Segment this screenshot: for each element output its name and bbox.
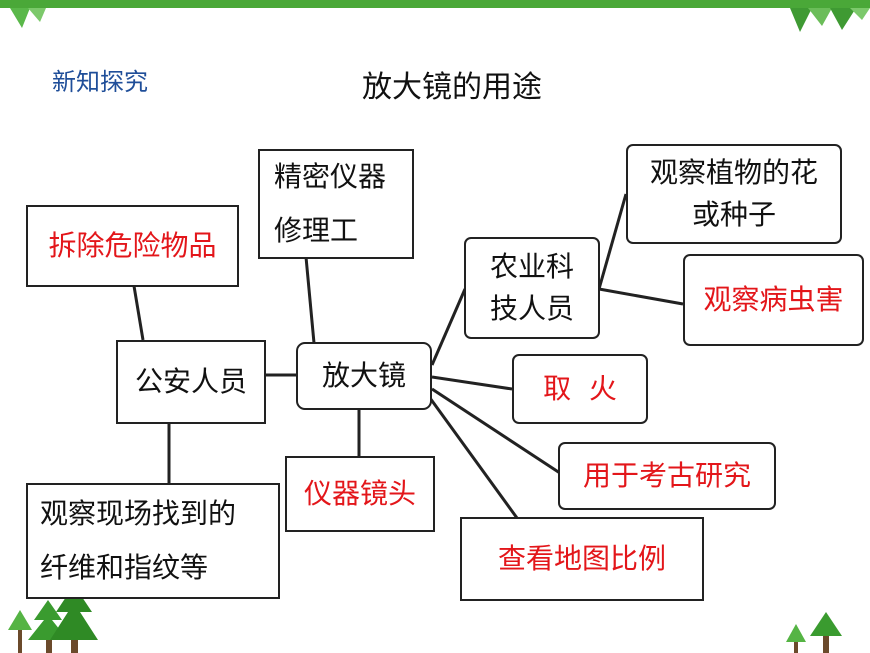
node-pests-label: 观察病虫害 xyxy=(703,283,844,316)
node-police-label: 公安人员 xyxy=(134,365,247,398)
connector-center-archaeology xyxy=(431,387,567,479)
node-fibers: 观察现场找到的 纤维和指纹等 xyxy=(26,483,280,599)
connector-center-fire xyxy=(431,375,513,391)
connector-agri-flowers xyxy=(597,193,628,290)
node-pests: 观察病虫害 xyxy=(683,254,864,346)
connector-center-repair xyxy=(304,256,316,344)
node-agri: 农业科 技人员 xyxy=(464,237,600,339)
node-agri-label: 农业科 技人员 xyxy=(489,250,574,325)
node-map: 查看地图比例 xyxy=(460,517,704,601)
center-node-magnifier: 放大镜 xyxy=(296,342,432,410)
node-police: 公安人员 xyxy=(116,340,266,424)
connector-center-map xyxy=(428,397,519,519)
connector-police-dismantle xyxy=(132,285,145,341)
connector-agri-pests xyxy=(598,287,684,306)
node-fire: 取 火 xyxy=(512,354,648,424)
node-dismantle: 拆除危险物品 xyxy=(26,205,239,287)
center-label: 放大镜 xyxy=(321,359,406,392)
node-archaeology: 用于考古研究 xyxy=(558,442,776,510)
node-repair: 精密仪器 修理工 xyxy=(258,149,414,259)
node-fire-label: 取 火 xyxy=(543,372,617,405)
connector-center-agri xyxy=(430,288,467,366)
node-dismantle-label: 拆除危险物品 xyxy=(48,229,217,262)
node-map-label: 查看地图比例 xyxy=(497,542,666,575)
node-lens: 仪器镜头 xyxy=(285,456,435,532)
node-lens-label: 仪器镜头 xyxy=(303,477,416,510)
section-label: 新知探究 xyxy=(52,68,148,96)
node-flowers-label: 观察植物的花 或种子 xyxy=(649,156,818,231)
node-repair-label: 精密仪器 修理工 xyxy=(274,160,387,247)
node-flowers: 观察植物的花 或种子 xyxy=(626,144,842,244)
node-fibers-label: 观察现场找到的 纤维和指纹等 xyxy=(40,497,237,584)
node-archaeology-label: 用于考古研究 xyxy=(582,459,751,492)
page-title: 放大镜的用途 xyxy=(362,70,542,105)
